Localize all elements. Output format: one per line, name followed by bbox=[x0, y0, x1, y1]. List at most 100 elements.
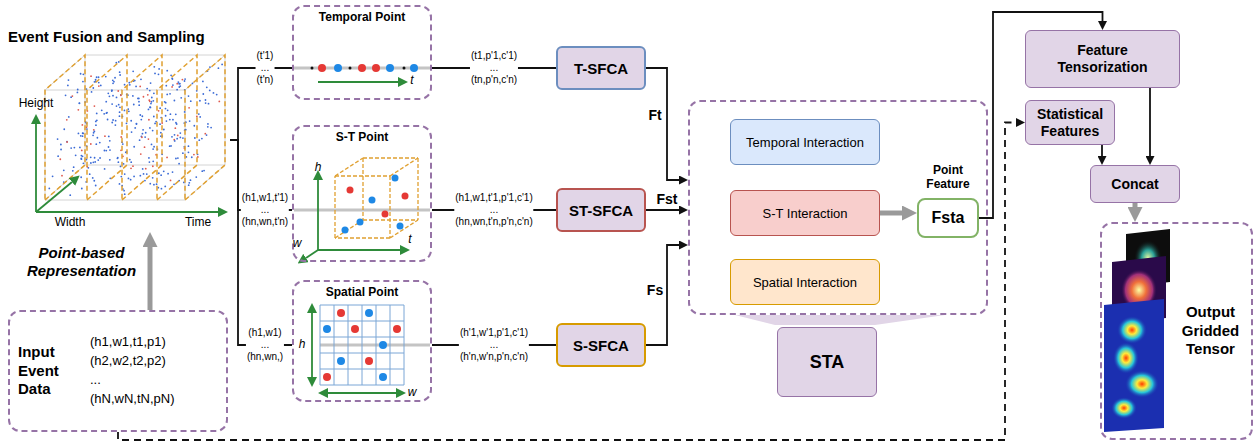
event-dot bbox=[67, 85, 69, 87]
temporal-point bbox=[318, 64, 326, 72]
process-box: Temporal Interaction bbox=[730, 119, 880, 165]
event-dot bbox=[175, 113, 177, 115]
event-dot bbox=[82, 155, 84, 157]
event-dot bbox=[90, 75, 92, 77]
event-dot bbox=[209, 90, 211, 92]
event-dot bbox=[105, 112, 107, 114]
event-dot bbox=[159, 123, 161, 125]
grid-line bbox=[320, 369, 404, 370]
grid-line bbox=[376, 305, 377, 385]
module-box: S-SFCA bbox=[556, 323, 646, 367]
event-dot bbox=[90, 162, 92, 164]
event-dot bbox=[165, 85, 167, 87]
event-dot bbox=[148, 99, 150, 101]
event-dot bbox=[130, 161, 132, 163]
event-dot bbox=[150, 107, 152, 109]
event-dot bbox=[148, 119, 150, 121]
connector bbox=[1101, 145, 1103, 156]
event-dot bbox=[165, 102, 167, 104]
event-dot bbox=[82, 73, 84, 75]
event-dot bbox=[152, 100, 154, 102]
grid-line bbox=[404, 305, 405, 385]
event-dot bbox=[171, 86, 173, 88]
grid-line bbox=[348, 305, 349, 385]
event-dot bbox=[193, 125, 195, 127]
node-text: ST-SFCA bbox=[569, 202, 633, 219]
axis-arrow bbox=[35, 124, 37, 212]
event-dot bbox=[199, 100, 201, 102]
axis-arrow bbox=[311, 313, 313, 377]
event-dot bbox=[198, 113, 200, 115]
event-dot bbox=[163, 129, 165, 131]
event-dot bbox=[188, 182, 190, 184]
event-dot bbox=[98, 85, 100, 87]
heatmap-blob bbox=[1113, 342, 1139, 374]
st-point bbox=[402, 193, 409, 200]
heatmap-blob bbox=[1117, 316, 1147, 344]
event-dot bbox=[66, 141, 68, 143]
temporal-point bbox=[410, 64, 418, 72]
event-dot bbox=[166, 157, 168, 159]
event-dot bbox=[114, 124, 116, 126]
edge-label: (h1,w1,t'1,p'1,c'1) ... (hn,wn,t'n,p'n,c… bbox=[454, 192, 533, 228]
node-text: (hN,wN,tN,pN) bbox=[90, 390, 218, 409]
event-dot bbox=[213, 92, 215, 94]
event-dot bbox=[170, 145, 172, 147]
event-dot bbox=[93, 130, 95, 132]
event-dot bbox=[81, 188, 83, 190]
event-dot bbox=[152, 177, 154, 179]
cube-edge bbox=[85, 55, 225, 56]
heatmap bbox=[1104, 299, 1164, 432]
spatial-point bbox=[337, 309, 345, 317]
event-dot bbox=[216, 94, 218, 96]
sta-link-band bbox=[735, 315, 945, 325]
time-slice bbox=[157, 55, 197, 200]
event-dot bbox=[204, 133, 206, 135]
point-panel: Spatial Point bbox=[292, 280, 432, 402]
graphic bbox=[36, 55, 1170, 432]
node-text: ... bbox=[90, 371, 218, 390]
event-dot bbox=[208, 103, 210, 105]
event-dot bbox=[158, 73, 160, 75]
event-dot bbox=[65, 94, 67, 96]
axis-label: h bbox=[299, 338, 306, 351]
event-dot bbox=[196, 116, 198, 118]
st-cube-edge bbox=[390, 220, 418, 238]
event-dot bbox=[68, 116, 70, 118]
node-text: Spatial Point bbox=[294, 282, 430, 299]
st-cube-edge bbox=[334, 176, 335, 238]
edge-label: Fst bbox=[656, 191, 679, 208]
axis-label: w bbox=[408, 386, 417, 399]
event-dot bbox=[105, 101, 107, 103]
event-dot bbox=[142, 133, 144, 135]
edge-label: (h'1,w'1,p'1,c'1) ... (h'n,w'n,p'n,c'n) bbox=[459, 327, 529, 363]
event-dot bbox=[149, 127, 151, 129]
edge-label: (t1,p'1,c'1) ... (tn,p'n,c'n) bbox=[470, 50, 518, 86]
event-dot bbox=[96, 76, 98, 78]
event-dot bbox=[188, 151, 190, 153]
event-dot bbox=[148, 157, 150, 159]
event-dot bbox=[96, 119, 98, 121]
axis-arrow bbox=[318, 249, 400, 251]
event-dot bbox=[176, 138, 178, 140]
event-dot bbox=[97, 159, 99, 161]
event-dot bbox=[109, 159, 111, 161]
event-dot bbox=[164, 186, 166, 188]
event-dot bbox=[86, 159, 88, 161]
event-dot bbox=[95, 79, 97, 81]
event-dot bbox=[111, 122, 113, 124]
event-dot bbox=[149, 106, 151, 108]
event-dot bbox=[199, 116, 201, 118]
event-dot bbox=[167, 173, 169, 175]
event-dot bbox=[140, 78, 142, 80]
event-dot bbox=[146, 173, 148, 175]
event-dot bbox=[90, 143, 92, 145]
spatial-point bbox=[337, 357, 345, 365]
event-dot bbox=[198, 139, 200, 141]
event-dot bbox=[146, 88, 148, 90]
event-dot bbox=[167, 109, 169, 111]
axis-arrow bbox=[36, 211, 218, 213]
axis-arrow bbox=[328, 392, 396, 394]
event-dot bbox=[69, 194, 71, 196]
event-dot bbox=[108, 146, 110, 148]
